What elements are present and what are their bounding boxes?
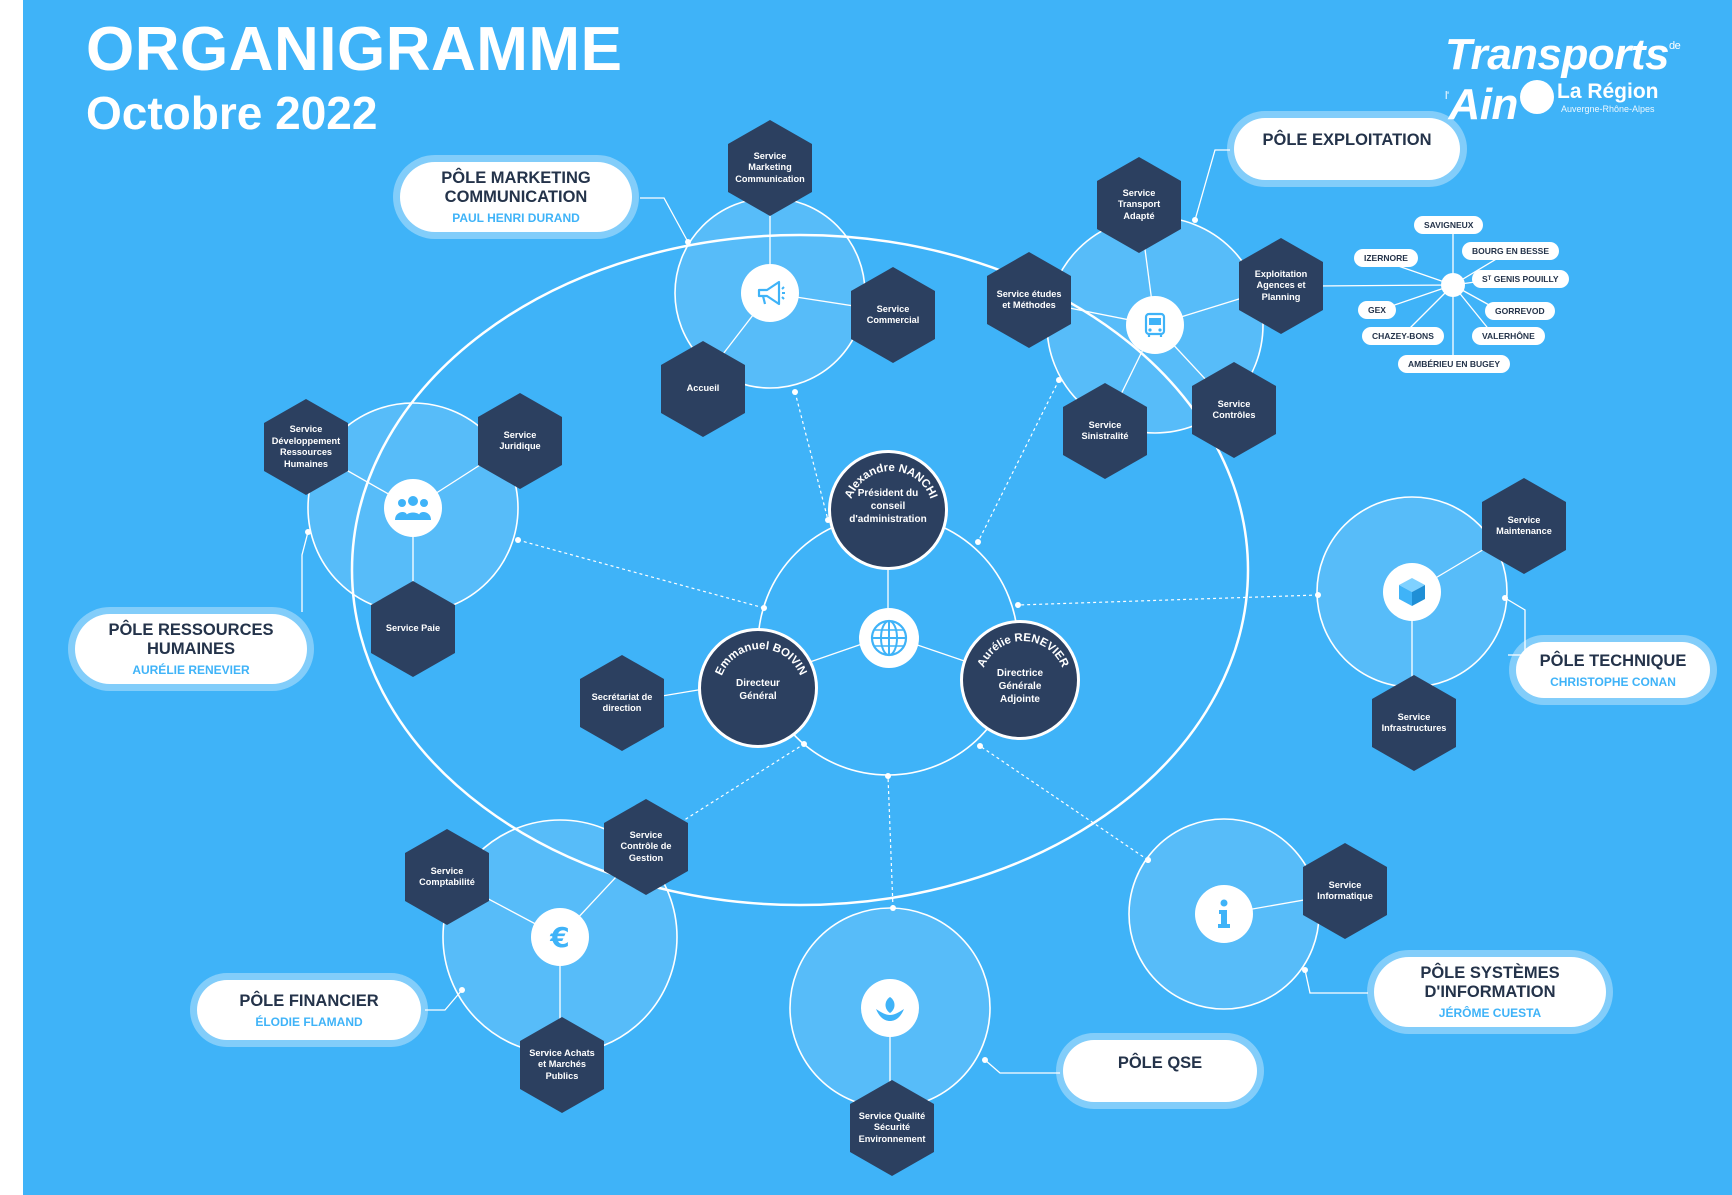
pole-rh-head: AURÉLIE RENEVIER xyxy=(132,663,250,677)
pole-si-label: PÔLE SYSTÈMES D'INFORMATION JÉRÔME CUEST… xyxy=(1374,957,1606,1027)
pole-marketing-label: PÔLE MARKETING COMMUNICATION PAUL HENRI … xyxy=(400,162,632,232)
svg-text:Aurélie RENEVIER: Aurélie RENEVIER xyxy=(976,632,1071,670)
dg-name-arc: Emmanuel BOIVIN xyxy=(714,640,809,677)
dga-name: Aurélie RENEVIER xyxy=(976,632,1071,670)
hands-plant-icon xyxy=(861,979,919,1037)
president-role: Président du conseil d'administration xyxy=(849,488,927,525)
logo-brand: Transports xyxy=(1445,30,1670,79)
agence-tag: BOURG EN BESSE xyxy=(1462,242,1559,260)
pole-rh-title: PÔLE RESSOURCES HUMAINES xyxy=(108,621,274,658)
svg-text:Emmanuel BOIVIN: Emmanuel BOIVIN xyxy=(714,640,809,677)
bus-icon xyxy=(1126,296,1184,354)
agence-tag: IZERNORE xyxy=(1354,249,1418,267)
pole-si-head: JÉRÔME CUESTA xyxy=(1438,1006,1542,1020)
dga-name-arc: Aurélie RENEVIER xyxy=(976,632,1071,670)
service-maintenance: Service Maintenance xyxy=(1482,478,1566,574)
service-paie: Service Paie xyxy=(371,581,455,677)
pole-exploitation-label: PÔLE EXPLOITATION xyxy=(1234,118,1460,180)
agence-tag: GORREVOD xyxy=(1485,302,1555,320)
logo-brand-suffix: de l' xyxy=(1445,40,1681,102)
president-node: Alexandre NANCHI Président du conseil d'… xyxy=(828,450,948,570)
logo-region: La Région xyxy=(1557,80,1659,103)
dga-node: Aurélie RENEVIER Directrice Générale Adj… xyxy=(960,620,1080,740)
service-achats-marches: Service Achats et Marchés Publics xyxy=(520,1017,604,1113)
agence-tag: AMBÉRIEU EN BUGEY xyxy=(1398,355,1511,373)
service-controles: Service Contrôles xyxy=(1192,362,1276,458)
pole-technique-head: CHRISTOPHE CONAN xyxy=(1550,674,1676,689)
euro-icon: € xyxy=(531,908,589,966)
cube-icon xyxy=(1383,563,1441,621)
service-etudes-methodes: Service études et Méthodes xyxy=(987,252,1071,348)
dg-name: Emmanuel BOIVIN xyxy=(714,640,809,677)
agence-tag: VALERHÔNE xyxy=(1472,327,1545,345)
service-juridique: Service Juridique xyxy=(478,393,562,489)
pole-technique-label: PÔLE TECHNIQUE CHRISTOPHE CONAN xyxy=(1516,642,1710,698)
agence-tag: Sᵀ GENIS POUILLY xyxy=(1472,270,1569,288)
pole-si-title: PÔLE SYSTÈMES D'INFORMATION xyxy=(1420,964,1560,1001)
pole-financier-label: PÔLE FINANCIER ÉLODIE FLAMAND xyxy=(197,980,421,1040)
info-icon xyxy=(1195,885,1253,943)
service-accueil: Accueil xyxy=(661,341,745,437)
service-developpement-rh: Service Développement Ressources Humaine… xyxy=(264,399,348,495)
logo-transports-ain: Transportsde l'Ain xyxy=(1445,30,1732,130)
pole-marketing-title: PÔLE MARKETING COMMUNICATION xyxy=(441,169,591,206)
pole-qse-title: PÔLE QSE xyxy=(1117,1053,1203,1072)
megaphone-icon xyxy=(741,264,799,322)
pole-financier-head: ÉLODIE FLAMAND xyxy=(255,1014,363,1029)
service-sinistralite: Service Sinistralité xyxy=(1063,383,1147,479)
service-infrastructures: Service Infrastructures xyxy=(1372,675,1456,771)
service-qse: Service Qualité Sécurité Environnement xyxy=(850,1080,934,1176)
service-comptabilite: Service Comptabilité xyxy=(405,829,489,925)
agence-tag: SAVIGNEUX xyxy=(1414,216,1484,234)
logo-brand-end: Ain xyxy=(1448,80,1519,129)
service-marketing-communication: Service Marketing Communication xyxy=(728,120,812,216)
dg-role: Directeur Général xyxy=(736,678,780,702)
globe-icon xyxy=(859,608,919,668)
service-informatique: Service Informatique xyxy=(1303,843,1387,939)
pole-rh-label: PÔLE RESSOURCES HUMAINES AURÉLIE RENEVIE… xyxy=(75,614,307,684)
president-name-arc: Alexandre NANCHI xyxy=(843,462,939,500)
service-commercial: Service Commercial xyxy=(851,267,935,363)
pole-marketing-head: PAUL HENRI DURAND xyxy=(452,211,580,225)
logo-region-sub: Auvergne-Rhône-Alpes xyxy=(1561,104,1655,114)
pole-financier-title: PÔLE FINANCIER xyxy=(239,991,379,1010)
agence-tag: GEX xyxy=(1358,301,1396,319)
dga-role: Directrice Générale Adjointe xyxy=(996,668,1044,705)
pole-exploitation-title: PÔLE EXPLOITATION xyxy=(1262,130,1432,149)
secretariat-direction: Secrétariat de direction xyxy=(580,655,664,751)
pole-technique-title: PÔLE TECHNIQUE xyxy=(1539,651,1687,670)
svg-text:€: € xyxy=(549,921,569,954)
people-icon xyxy=(384,479,442,537)
pole-qse-label: PÔLE QSE xyxy=(1063,1040,1257,1102)
dg-node: Emmanuel BOIVIN Directeur Général xyxy=(698,628,818,748)
service-transport-adapte: Service Transport Adapté xyxy=(1097,157,1181,253)
service-controle-gestion: Service Contrôle de Gestion xyxy=(604,799,688,895)
page-subtitle: Octobre 2022 xyxy=(86,87,378,139)
agence-tag: CHAZEY-BONS xyxy=(1362,327,1444,345)
service-exploitation-agences: Exploitation Agences et Planning xyxy=(1239,238,1323,334)
page-title: ORGANIGRAMME xyxy=(86,15,623,84)
region-logo-icon xyxy=(1520,80,1554,114)
